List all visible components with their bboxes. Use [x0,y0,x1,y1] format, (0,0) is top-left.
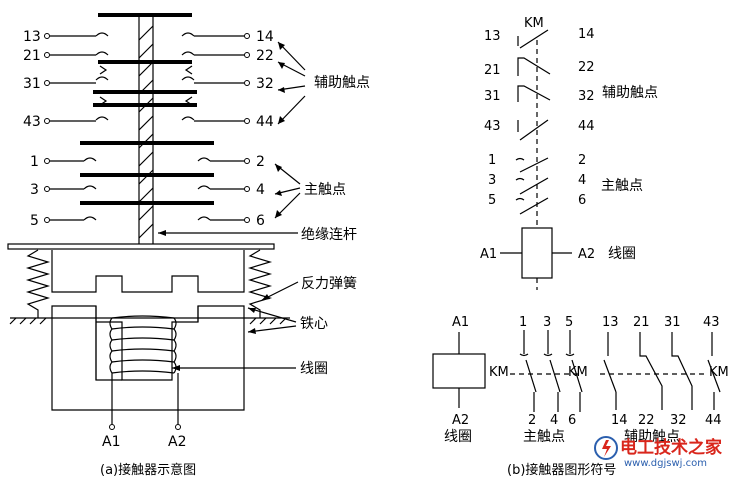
label-iron-core: 铁心 [300,316,328,332]
terminal-31: 31 [23,76,41,92]
terminal-1: 1 [30,154,39,170]
left-terminal-leads [44,33,96,223]
watermark-url: www.dgjswj.com [624,458,707,469]
terminal-4: 4 [256,182,265,198]
watermark-title: 电工技术之家 [620,437,722,458]
caption-a: (a)接触器示意图 [100,462,196,478]
aux-top-21: 21 [633,315,650,330]
terminal-5: 5 [30,213,39,229]
sym-22: 22 [578,60,595,75]
sym-3: 3 [488,173,496,188]
label-spring: 反力弹簧 [301,276,357,292]
sym-4: 4 [578,173,586,188]
sym-1: 1 [488,153,496,168]
spring-left [25,249,51,318]
spring-right [247,249,273,318]
watermark-logo-icon [594,436,618,460]
contactor-schematic: 13 21 31 43 1 3 5 14 22 32 44 2 4 6 [7,13,370,478]
aux-bottom-22: 22 [638,413,655,428]
base-plate [7,243,275,250]
main-contacts-symbol [510,330,583,412]
sym-31: 31 [484,89,501,104]
coil-label-top: 线圈 [608,246,636,262]
coil-a2-top: A2 [578,247,595,262]
main-label-top: 主触点 [601,178,643,194]
armature [51,250,245,293]
coil-terminal-a2: A2 [168,434,186,450]
symbol-stack: KM 13 14 21 22 31 32 43 44 1 2 3 4 5 [480,16,658,290]
coil-a1-top: A1 [480,247,497,262]
sym-13: 13 [484,29,501,44]
label-insulated-rod: 绝缘连杆 [301,227,357,243]
aux-bottom-44: 44 [705,413,722,428]
coil-a2-bottom: A2 [452,413,469,428]
aux-km-bottom: KM [709,365,729,380]
terminal-6: 6 [256,213,265,229]
iron-core [51,305,245,411]
aux-label-bottom: 辅助触点 [624,429,680,445]
sym-6: 6 [578,193,586,208]
label-coil: 线圈 [300,361,328,377]
terminal-14: 14 [256,29,274,45]
sym-2: 2 [578,153,586,168]
contact-bridges [80,13,214,205]
terminal-2: 2 [256,154,265,170]
main-top-5: 5 [565,315,573,330]
aux-bottom-32: 32 [670,413,687,428]
label-aux-contacts: 辅助触点 [314,75,370,91]
main-bottom-2: 2 [528,413,536,428]
callout-arrows [158,41,306,371]
terminal-21: 21 [23,48,41,64]
terminal-3: 3 [30,182,39,198]
sym-21: 21 [484,63,501,78]
coil-a1-bottom: A1 [452,315,469,330]
sym-43: 43 [484,119,501,134]
main-top-3: 3 [543,315,551,330]
sym-32: 32 [578,89,595,104]
coil-terminal-a1: A1 [102,434,120,450]
aux-top-31: 31 [664,315,681,330]
sym-14: 14 [578,27,595,42]
main-bottom-6: 6 [568,413,576,428]
caption-b: (b)接触器图形符号 [507,462,616,478]
right-terminal-leads [194,33,250,223]
coil-label-bottom: 线圈 [444,429,472,445]
main-bottom-4: 4 [550,413,558,428]
km-label-top: KM [524,16,544,31]
main-km-bottom: KM [568,365,588,380]
coil-symbol-bottom [432,353,486,389]
aux-bottom-14: 14 [611,413,628,428]
sym-5: 5 [488,193,496,208]
aux-contacts-symbol [600,332,721,410]
terminal-43: 43 [23,114,41,130]
aux-top-13: 13 [602,315,619,330]
sym-44: 44 [578,119,595,134]
insulated-rod [138,13,154,247]
stationary-contacts [83,32,211,221]
terminal-13: 13 [23,29,41,45]
main-top-1: 1 [519,315,527,330]
coil [109,315,181,430]
terminal-32: 32 [256,76,274,92]
symbol-row: A1 A2 KM 线圈 1 3 5 2 4 6 KM 主触点 [432,315,729,478]
aux-top-43: 43 [703,315,720,330]
label-main-contacts: 主触点 [304,182,346,198]
coil-km-bottom: KM [489,365,509,380]
aux-label-top: 辅助触点 [602,85,658,101]
coil-symbol-top [521,227,553,279]
terminal-44: 44 [256,114,274,130]
terminal-22: 22 [256,48,274,64]
watermark: 电工技术之家 www.dgjswj.com [594,436,722,469]
main-label-bottom: 主触点 [523,429,565,445]
